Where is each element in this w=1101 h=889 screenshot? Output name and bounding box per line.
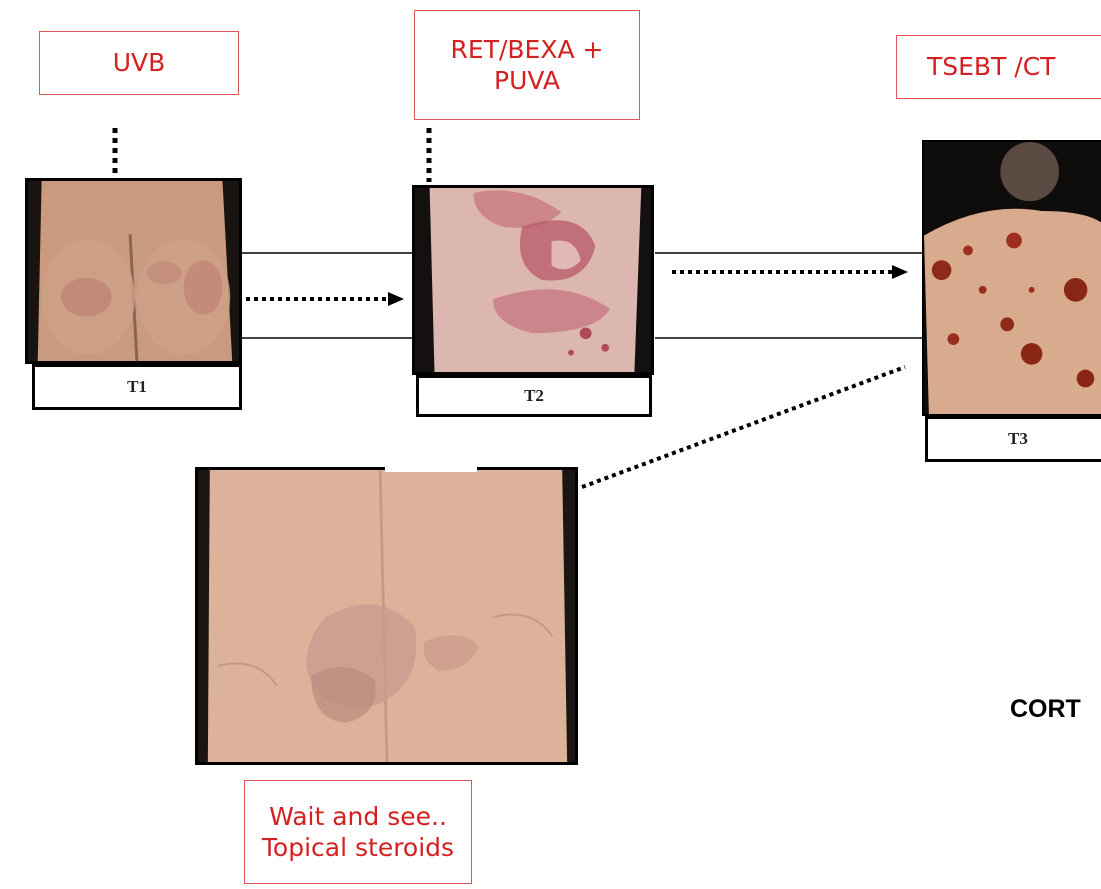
photo-notch bbox=[385, 464, 477, 472]
clinical-photo-t1 bbox=[25, 178, 242, 364]
treatment-label-puva: PUVA bbox=[494, 65, 560, 96]
timepoint-text-t3: T3 bbox=[1008, 429, 1028, 449]
timepoint-label-t3: T3 bbox=[925, 416, 1101, 462]
clinical-photo-t2 bbox=[412, 185, 654, 375]
treatment-label-wait-and-see: Wait and see.. bbox=[269, 801, 447, 832]
timepoint-label-t2: T2 bbox=[416, 375, 652, 417]
treatment-label-topical-steroids: Topical steroids bbox=[262, 832, 454, 863]
treatment-box-uvb: UVB bbox=[39, 31, 239, 95]
treatment-box-wait-and-see: Wait and see.. Topical steroids bbox=[244, 780, 472, 884]
treatment-label-ret-bexa: RET/BEXA + bbox=[451, 34, 604, 65]
clinical-photo-alternative bbox=[195, 467, 578, 765]
treatment-box-ret-bexa-puva: RET/BEXA + PUVA bbox=[414, 10, 640, 120]
arrowhead-t1-t2 bbox=[388, 292, 404, 306]
clinical-photo-t3 bbox=[922, 140, 1101, 416]
timepoint-text-t1: T1 bbox=[127, 377, 147, 397]
timepoint-label-t1: T1 bbox=[32, 364, 242, 410]
treatment-box-tsebt-ct: TSEBT /CT bbox=[896, 35, 1101, 99]
side-text-cort: CORT bbox=[1010, 695, 1081, 724]
arrowhead-t2-t3 bbox=[892, 265, 908, 279]
treatment-label-tsebt-ct: TSEBT /CT bbox=[927, 51, 1055, 82]
timepoint-text-t2: T2 bbox=[524, 386, 544, 406]
treatment-label-uvb: UVB bbox=[113, 47, 166, 78]
